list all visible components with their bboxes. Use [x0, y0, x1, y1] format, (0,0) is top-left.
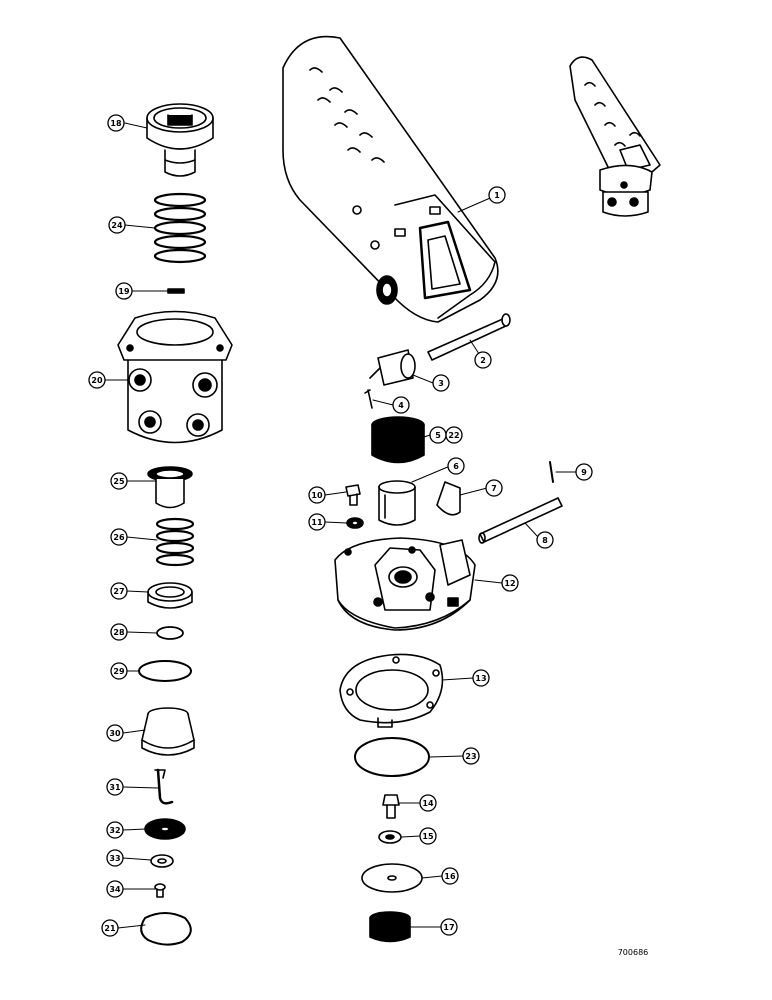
callout-label: 17: [443, 923, 454, 932]
callout-label: 13: [475, 674, 486, 683]
callout-label: 1: [494, 191, 500, 200]
clip-part: [154, 768, 174, 805]
callout-label: 18: [110, 119, 122, 128]
bushing-part: [369, 349, 416, 386]
callout-label: 7: [491, 484, 497, 493]
cap-part: [146, 103, 214, 177]
callout-label: 34: [109, 885, 121, 894]
leader-lines: [104, 122, 577, 929]
boot-part: [371, 416, 425, 464]
callout-label: 14: [422, 799, 434, 808]
cotter-part: [364, 389, 373, 409]
callout-label: 32: [109, 826, 120, 835]
small-oring-part: [156, 626, 184, 640]
washer-part: [150, 854, 174, 868]
pedal-part: [282, 35, 499, 323]
callout-label: 19: [118, 287, 130, 296]
cover-plate-part: [334, 537, 476, 631]
callout-label: 31: [109, 783, 121, 792]
cap-screw-part: [382, 794, 400, 819]
small-pin-part: [549, 461, 554, 483]
callout-label: 11: [311, 518, 323, 527]
callout-label: 29: [113, 667, 125, 676]
callout-label: 8: [542, 536, 548, 545]
retainer-part: [147, 582, 193, 609]
disc-plate-part: [361, 863, 423, 893]
callout-label: 28: [113, 628, 125, 637]
roller-part: [436, 481, 461, 516]
callout-label: 21: [104, 924, 116, 933]
figure-reference: 700686: [618, 948, 649, 957]
callout-labels: 1 2 3 4 5 22 6 7 8 9 10 11 12 13 23 14 1…: [91, 119, 587, 933]
callout-label: 25: [113, 477, 125, 486]
lock-washer-part: [346, 517, 364, 529]
callout-label: 15: [422, 832, 434, 841]
callout-label: 27: [113, 587, 124, 596]
flat-washer-part: [378, 830, 402, 844]
callout-circle-22: [445, 426, 463, 444]
disc-part: [144, 818, 186, 840]
rod-part: [478, 497, 563, 544]
callout-label: 5: [435, 431, 441, 440]
long-pin-part: [427, 313, 511, 361]
callout-label: 3: [438, 379, 444, 388]
pin-part: [167, 288, 185, 294]
callout-label: 20: [91, 376, 103, 385]
small-spring-part: [155, 517, 195, 567]
callout-label: 9: [581, 468, 587, 477]
screw-part: [154, 883, 166, 898]
callout-label: 10: [311, 491, 323, 500]
callout-label: 26: [113, 533, 125, 542]
callout-label: 12: [504, 579, 515, 588]
piston-part: [147, 466, 193, 509]
gasket-part: [339, 653, 444, 728]
snap-ring-part: [140, 912, 192, 946]
plug-part: [369, 911, 411, 943]
assembled-inset: [569, 56, 661, 217]
callout-label: 6: [453, 462, 459, 471]
callout-label: 16: [444, 872, 456, 881]
sleeve-part: [141, 707, 195, 756]
callout-label: 2: [480, 356, 486, 365]
spring-part: [153, 192, 207, 264]
bolt-part: [345, 484, 361, 506]
callout-label: 4: [398, 401, 404, 410]
valve-body-part: [117, 310, 233, 444]
plunger-part: [378, 480, 416, 526]
callout-label: 33: [109, 854, 120, 863]
callout-label: 24: [111, 221, 123, 230]
callout-label: 23: [465, 752, 476, 761]
callout-label: 22: [448, 431, 459, 440]
oring-part: [138, 660, 192, 682]
callout-circles: [88, 114, 593, 937]
callout-label: 30: [109, 729, 121, 738]
large-oring-part: [354, 737, 430, 777]
